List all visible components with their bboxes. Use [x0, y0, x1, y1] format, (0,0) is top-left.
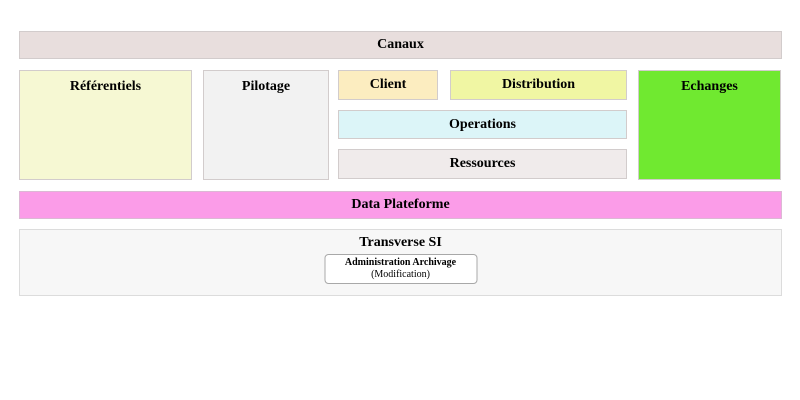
- block-data-plateforme: Data Plateforme: [19, 191, 782, 219]
- block-operations: Operations: [338, 110, 627, 139]
- block-ressources: Ressources: [338, 149, 627, 179]
- block-canaux: Canaux: [19, 31, 782, 59]
- transverse-si-title: Transverse SI: [359, 235, 442, 250]
- administration-archivage-label: Administration Archivage: [344, 257, 457, 268]
- block-distribution: Distribution: [450, 70, 627, 100]
- block-transverse-si: Transverse SI Administration Archivage (…: [19, 229, 782, 296]
- administration-archivage-sublabel: (Modification): [371, 269, 430, 280]
- block-client: Client: [338, 70, 438, 100]
- block-pilotage: Pilotage: [203, 70, 329, 180]
- block-referentiels: Référentiels: [19, 70, 192, 180]
- block-administration-archivage: Administration Archivage (Modification): [324, 254, 477, 284]
- block-echanges: Echanges: [638, 70, 781, 180]
